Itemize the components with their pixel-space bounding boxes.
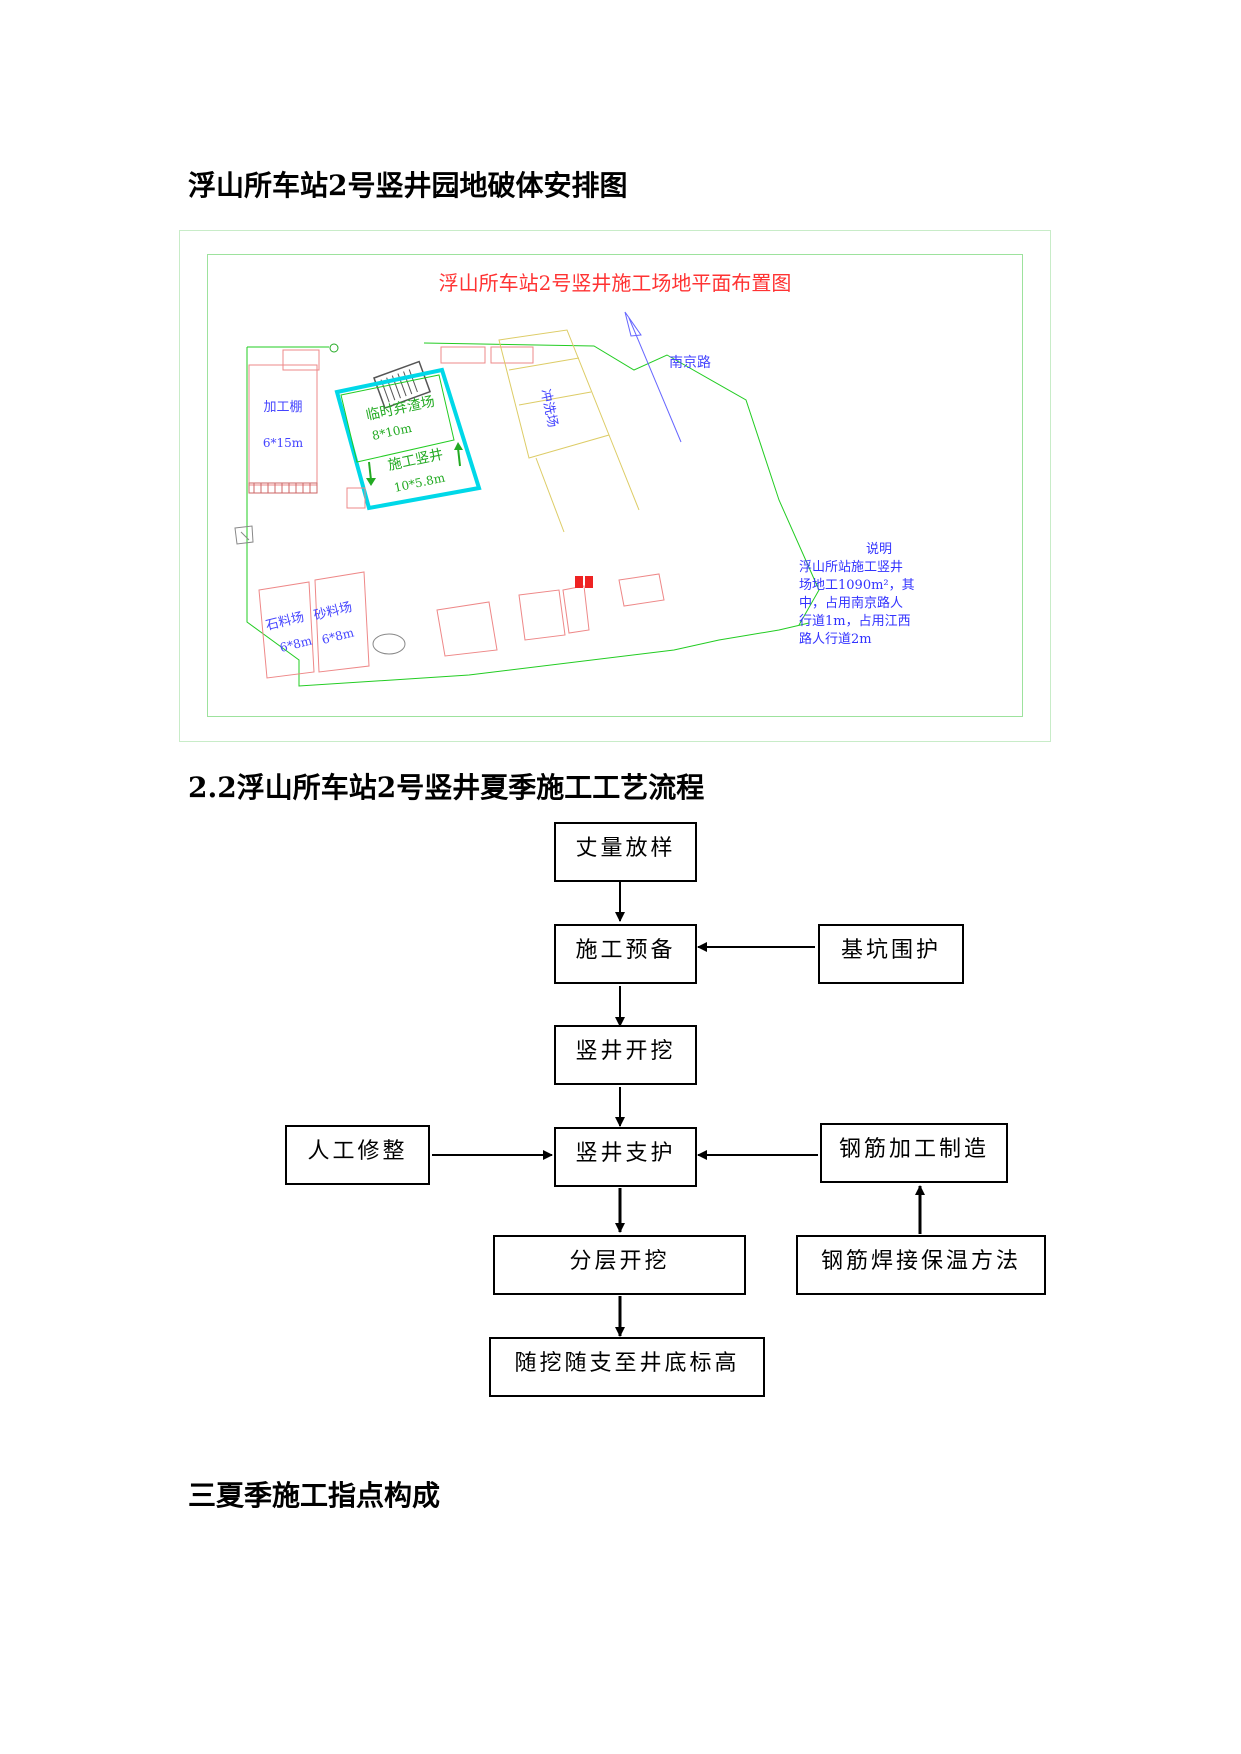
flow-box-manual: 人工修整: [285, 1125, 430, 1185]
svg-text:中，占用南京路人: 中，占用南京路人: [799, 595, 903, 611]
svg-text:行道1m，占用江西: 行道1m，占用江西: [799, 614, 911, 629]
svg-text:场地工1090m²，其: 场地工1090m²，其: [799, 578, 915, 593]
flow-box-layer: 分层开挖: [493, 1235, 746, 1295]
inner-frame: [207, 254, 1023, 717]
section3-heading: 三夏季施工指点构成: [188, 1479, 441, 1512]
flow-box-survey: 丈量放样: [554, 822, 697, 882]
flow-box-follow: 随挖随支至井底标高: [489, 1337, 765, 1397]
site-boundary: [246, 347, 810, 687]
svg-text:说明: 说明: [866, 542, 892, 557]
svg-text:6*15m: 6*15m: [263, 436, 304, 450]
flow-box-rebar: 钢筋加工制造: [820, 1123, 1008, 1183]
site-plan-notes: 说明 浮山所站施工竖井 场地工1090m²，其 中，占用南京路人 行道1m，占用…: [799, 542, 915, 647]
north-arrow-icon: [624, 311, 682, 443]
site-plan-drawing: 浮山所车站2号竖井施工场地平面布置图 加工棚 6*15m: [179, 230, 1051, 742]
flow-box-excavate: 竖井开挖: [554, 1025, 697, 1085]
process-heading: 2.2浮山所车站2号竖井夏季施工工艺流程: [188, 771, 705, 804]
svg-text:浮山所站施工竖井: 浮山所站施工竖井: [799, 560, 903, 575]
svg-text:路人行道2m: 路人行道2m: [799, 631, 872, 647]
flow-box-weld: 钢筋焊接保温方法: [796, 1235, 1046, 1295]
site-plan-title: 浮山所车站2号竖井施工场地平面布置图: [439, 271, 792, 295]
shaft-outline: [334, 367, 482, 511]
svg-text:加工棚: 加工棚: [263, 400, 302, 415]
flow-box-pit: 基坑围护: [818, 924, 964, 984]
outer-frame: [179, 230, 1051, 742]
road-label: 南京路: [669, 355, 711, 371]
flow-box-prep: 施工预备: [554, 924, 697, 984]
site-plan-heading: 浮山所车站2号竖井园地破体安排图: [188, 169, 628, 202]
processing-shed: 加工棚 6*15m: [248, 364, 318, 494]
flow-box-support: 竖井支护: [554, 1127, 697, 1187]
